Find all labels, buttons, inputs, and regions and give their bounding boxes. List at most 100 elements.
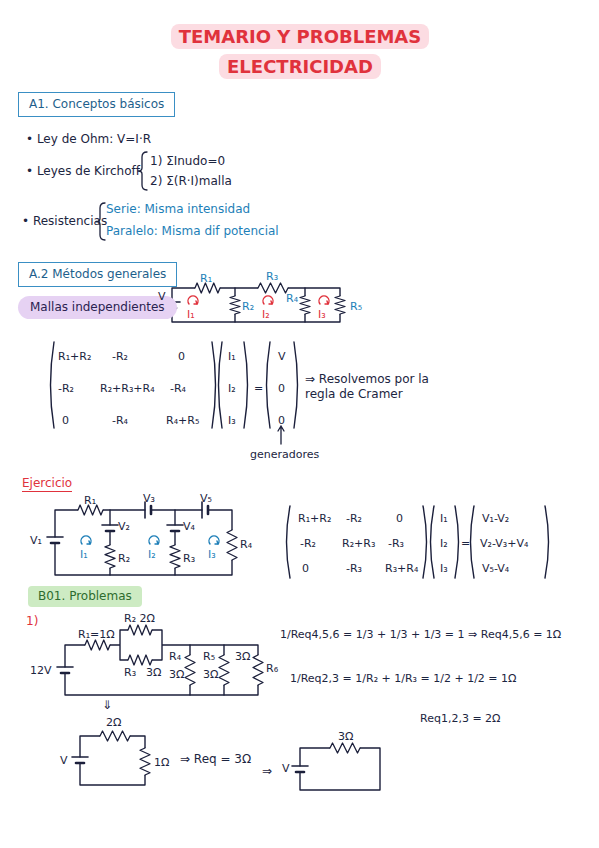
problem-number: 1)	[26, 614, 38, 629]
matrix-cell: I₂	[228, 382, 236, 395]
matrix-cell: R₁+R₂	[298, 512, 331, 525]
resistor-label: R₄	[240, 538, 252, 551]
resistor-symbol	[170, 545, 180, 568]
resistor-symbol	[140, 748, 150, 775]
resistor-label: R₅	[203, 650, 215, 663]
resistor-label: R₂ 2Ω	[124, 612, 155, 625]
matrix-bracket	[455, 506, 459, 578]
note-text: • Ley de Ohm: V=I·R	[26, 132, 151, 147]
matrix-bracket	[244, 342, 248, 428]
matrix-cell: R₄+R₅	[166, 414, 199, 427]
heading-text: Mallas independientes	[30, 300, 165, 314]
matrix-bracket	[212, 342, 216, 428]
resistor-value: 3Ω	[338, 730, 353, 743]
mesh-arrow	[155, 541, 158, 544]
resistor-symbol	[335, 296, 345, 314]
note-text: Paralelo: Misma dif potencial	[106, 224, 279, 239]
note-text: • Resistencias	[22, 214, 107, 229]
resistor-label: R₄	[169, 650, 181, 663]
battery-symbol	[106, 530, 114, 533]
resistor-symbol	[253, 655, 263, 685]
mesh-arrow	[269, 301, 272, 304]
matrix-cell: -R₃	[388, 537, 404, 550]
resistor-symbol	[230, 296, 240, 314]
matrix-cell: 0	[278, 414, 285, 427]
mesh-arrow	[209, 536, 219, 544]
formula-text: 2) Σ(R·I)malla	[150, 174, 232, 189]
resistor-label: R₁=1Ω	[78, 628, 115, 641]
matrix-cell: I₃	[440, 562, 448, 575]
source-label: V₅	[200, 492, 212, 505]
matrix-cell: -R₂	[112, 350, 128, 363]
matrix-cell: 0	[278, 382, 285, 395]
resistor-label: R₃	[124, 666, 136, 679]
exercise-heading: Ejercicio	[22, 476, 72, 492]
section-heading: B01. Problemas	[28, 586, 142, 607]
wire	[55, 510, 232, 575]
resistor-label: R₃	[266, 270, 278, 283]
wire-gap	[56, 668, 74, 673]
matrix-cell: V₅-V₄	[482, 562, 509, 575]
matrix-bracket	[471, 506, 475, 578]
wire-gap	[46, 538, 64, 543]
source-label: 12V	[30, 664, 52, 677]
equation-text: 1/Req2,3 = 1/R₂ + 1/R₃ = 1/2 + 1/2 = 1Ω	[290, 672, 516, 685]
source-label: V₁	[30, 534, 42, 547]
battery-symbol	[51, 542, 59, 545]
section-heading: A.2 Métodos generales	[18, 262, 177, 287]
matrix-cell: I₂	[440, 537, 448, 550]
wire-gap	[101, 526, 119, 531]
source-label: V	[60, 754, 68, 767]
battery-symbol	[61, 672, 69, 675]
current-label: I₁	[80, 548, 88, 561]
matrix-cell: -R₂	[300, 537, 316, 550]
battery-symbol	[296, 771, 304, 774]
mesh-arrow	[319, 296, 329, 304]
matrix-bracket	[431, 506, 435, 578]
matrix-bracket	[545, 506, 549, 578]
matrix-cell: 0	[62, 414, 69, 427]
resistor-symbol	[85, 640, 110, 650]
resistor-symbol	[105, 545, 115, 568]
matrix-cell: R₂+R₃+R₄	[100, 382, 155, 395]
current-label: I₃	[318, 308, 326, 321]
matrix-cell: R₃+R₄	[385, 562, 418, 575]
wire	[300, 748, 380, 790]
source-label: V₄	[183, 520, 195, 533]
resistor-label: R₅	[350, 300, 362, 313]
resistor-label: R₁	[200, 272, 212, 285]
matrix-cell: -R₂	[58, 382, 74, 395]
equation-text: ⇒ Req = 3Ω	[180, 752, 251, 767]
battery-symbol	[292, 765, 308, 767]
matrix-bracket	[219, 342, 223, 428]
equals-sign: =	[461, 537, 470, 550]
resistor-symbol	[128, 625, 152, 635]
resistor-symbol	[128, 655, 152, 665]
matrix-cell: 0	[178, 350, 185, 363]
heading-text: A.2 Métodos generales	[29, 267, 166, 281]
matrix-bracket	[423, 506, 427, 578]
matrix-cell: -R₂	[346, 512, 362, 525]
resistor-symbol	[227, 530, 237, 560]
equation-text: 1/Req4,5,6 = 1/3 + 1/3 + 1/3 = 1 ⇒ Req4,…	[280, 628, 561, 641]
topic-band: Mallas independientes	[18, 296, 177, 319]
down-arrow: ⇓	[102, 698, 112, 713]
equation-text: Req1,2,3 = 2Ω	[420, 712, 501, 725]
battery-symbol	[47, 536, 63, 538]
formula-text: 1) ΣInudo=0	[150, 154, 225, 169]
mesh-arrow	[81, 536, 91, 544]
resistor-value: 2Ω	[106, 716, 121, 729]
mesh-arrow	[149, 536, 159, 544]
battery-symbol	[72, 756, 88, 758]
resistor-label: R₆	[266, 662, 278, 675]
mesh-arrow	[215, 541, 218, 544]
resistor-symbol	[219, 655, 229, 685]
resistor-label: R₂	[242, 300, 254, 313]
battery-symbol	[150, 506, 153, 514]
matrix-cell: -R₃	[346, 562, 362, 575]
resistor-value: 3Ω	[169, 668, 184, 681]
heading-text: B01. Problemas	[38, 589, 132, 603]
resistor-value: 3Ω	[146, 666, 161, 679]
resistor-symbol	[258, 283, 288, 293]
note-text: generadores	[250, 448, 319, 461]
